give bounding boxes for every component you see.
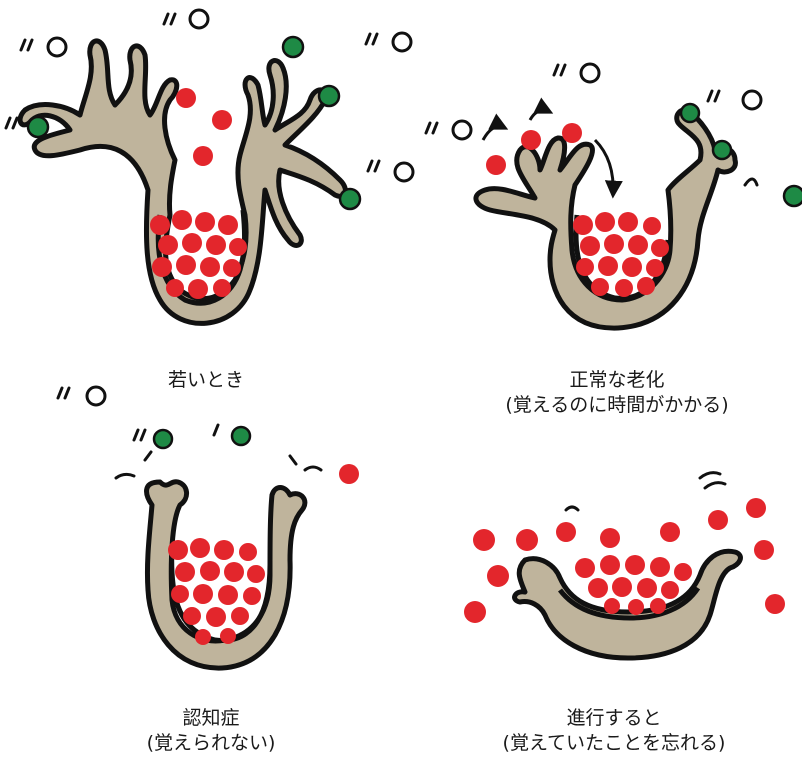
panel-advanced-illustration	[464, 473, 785, 658]
caption-normal-subtitle: (覚えるのに時間がかかる)	[505, 393, 728, 418]
caption-normal: 正常な老化 (覚えるのに時間がかかる)	[505, 368, 728, 418]
caption-young-title: 若いとき	[168, 368, 244, 393]
panel-young-illustration	[6, 10, 413, 323]
panel-normal-illustration	[426, 64, 802, 328]
signal-ticks	[566, 473, 725, 510]
caption-advanced-title: 進行すると	[503, 706, 726, 731]
caption-dementia-subtitle: (覚えられない)	[147, 731, 276, 756]
panel-dementia-illustration	[58, 387, 359, 668]
caption-dementia: 認知症 (覚えられない)	[147, 706, 276, 756]
signal-dots-dementia	[154, 427, 250, 448]
signal-ticks	[58, 387, 321, 478]
caption-advanced-subtitle: (覚えていたことを忘れる)	[503, 731, 726, 756]
caption-normal-title: 正常な老化	[505, 368, 728, 393]
caption-young: 若いとき	[168, 368, 244, 393]
caption-dementia-title: 認知症	[147, 706, 276, 731]
neuron-young	[20, 41, 345, 323]
caption-advanced: 進行すると (覚えていたことを忘れる)	[503, 706, 726, 756]
